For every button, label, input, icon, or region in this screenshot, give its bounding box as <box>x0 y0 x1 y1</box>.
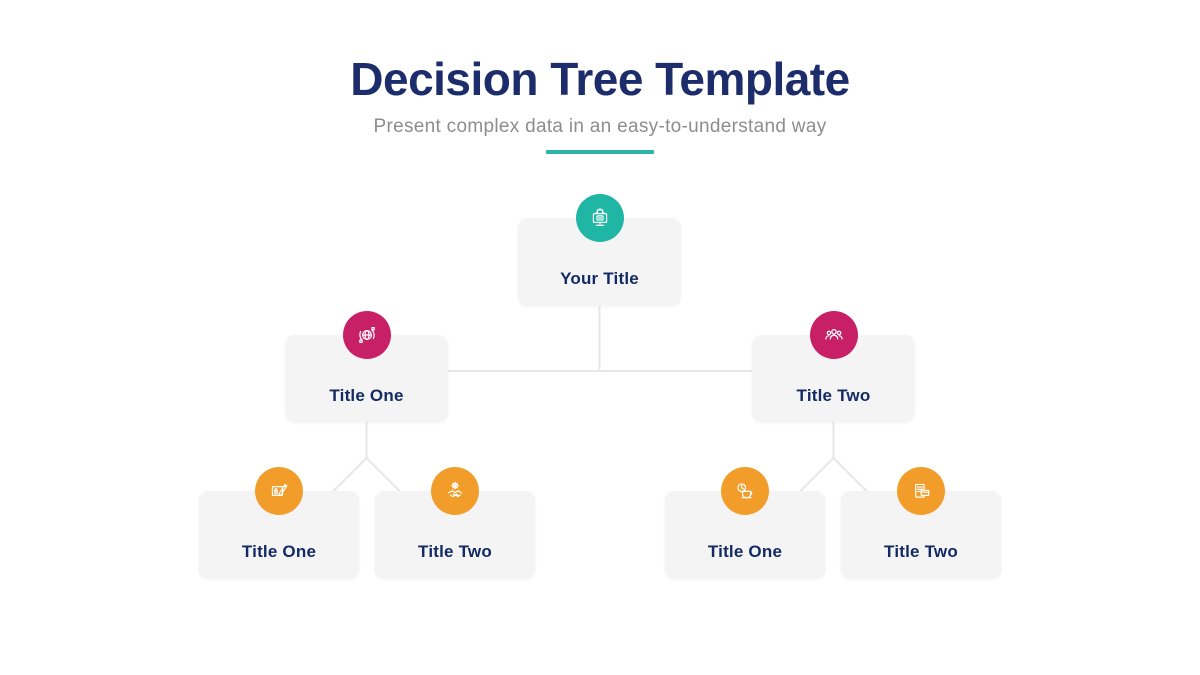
node-card: Title Two <box>375 491 535 579</box>
tree-node-level3-three: Title One <box>665 467 825 579</box>
node-label: Title One <box>707 542 783 561</box>
accent-divider <box>546 150 654 154</box>
node-label: Title Two <box>884 542 958 561</box>
people-group-icon <box>809 311 858 359</box>
tree-node-root: Your Title <box>518 194 681 306</box>
coffee-clock-icon <box>721 467 769 515</box>
page-subtitle: Present complex data in an easy-to-under… <box>373 116 827 137</box>
book-pen-icon <box>255 467 303 515</box>
node-label: Title Two <box>796 385 871 405</box>
page-title: Decision Tree Template <box>350 53 850 105</box>
node-card: Title Two <box>752 335 915 422</box>
tree-node-level3-two: Title Two <box>375 467 535 579</box>
monitor-gear-icon <box>575 194 624 242</box>
tree-node-level2-two: Title Two <box>752 311 915 422</box>
node-label: Your Title <box>560 269 639 288</box>
header: Decision Tree Template Present complex d… <box>0 0 1200 154</box>
node-label: Title Two <box>418 542 492 561</box>
tree-node-level3-one: Title One <box>199 467 359 579</box>
invoice-card-icon <box>897 467 945 515</box>
tree-node-level3-four: Title Two <box>841 467 1001 579</box>
node-label: Title One <box>329 385 404 405</box>
tree-node-level2-one: Title One <box>285 311 448 422</box>
node-label: Title One <box>241 542 317 561</box>
handshake-gear-icon <box>431 467 479 515</box>
globe-sync-icon <box>342 311 391 359</box>
